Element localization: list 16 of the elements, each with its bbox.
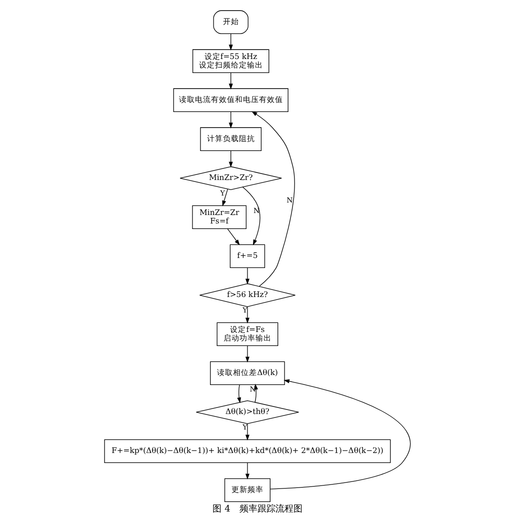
arrow: [244, 306, 249, 324]
arrow: [236, 384, 241, 404]
arrow: [242, 186, 260, 246]
arrow: [226, 228, 240, 246]
caption: 图 4 频率跟踪流程图: [212, 504, 302, 514]
arrow: [222, 188, 228, 206]
arrow: [244, 345, 249, 362]
arrow: [244, 462, 249, 480]
arrow: [244, 267, 249, 284]
arrow: [228, 33, 232, 50]
arrow: [244, 423, 249, 440]
arrow: [250, 111, 294, 287]
arrow: [228, 111, 232, 128]
arrow: [228, 72, 232, 90]
arrow: [228, 150, 232, 168]
arrow: [269, 379, 410, 490]
